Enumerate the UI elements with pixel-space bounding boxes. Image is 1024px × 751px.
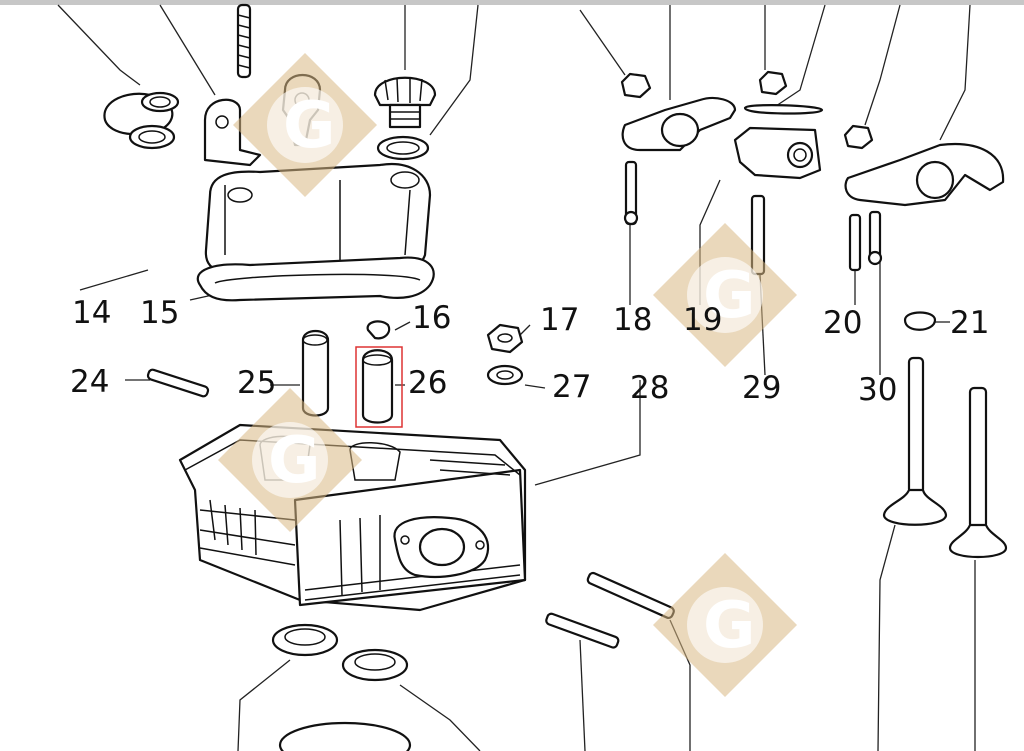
label-19: 19 [683,302,722,338]
top-border [0,0,1024,5]
label-25: 25 [237,365,276,401]
label-17: 17 [540,302,579,338]
label-14: 14 [72,295,111,331]
callout-labels: 14 15 16 17 18 19 20 21 24 25 26 27 28 2… [70,295,989,408]
valve-cover [196,162,435,302]
rocker-assembly [620,70,1005,331]
label-20: 20 [823,305,862,341]
small-parts [146,320,524,428]
highlight-box [355,346,403,428]
label-24: 24 [70,364,109,400]
valves [882,356,1008,558]
svg-text:G: G [268,424,321,498]
label-29: 29 [742,370,781,406]
label-28: 28 [630,370,669,406]
bottom-seals [271,623,412,751]
label-27: 27 [552,369,591,405]
label-26: 26 [408,365,447,401]
label-16: 16 [412,300,451,336]
svg-text:G: G [703,589,756,663]
svg-text:G: G [283,89,336,163]
label-15: 15 [140,295,179,331]
label-21: 21 [950,305,989,341]
svg-text:G: G [703,259,756,333]
studs [545,571,675,649]
label-18: 18 [613,302,652,338]
label-30: 30 [858,372,897,408]
watermark-logos: G G G G [218,53,797,697]
